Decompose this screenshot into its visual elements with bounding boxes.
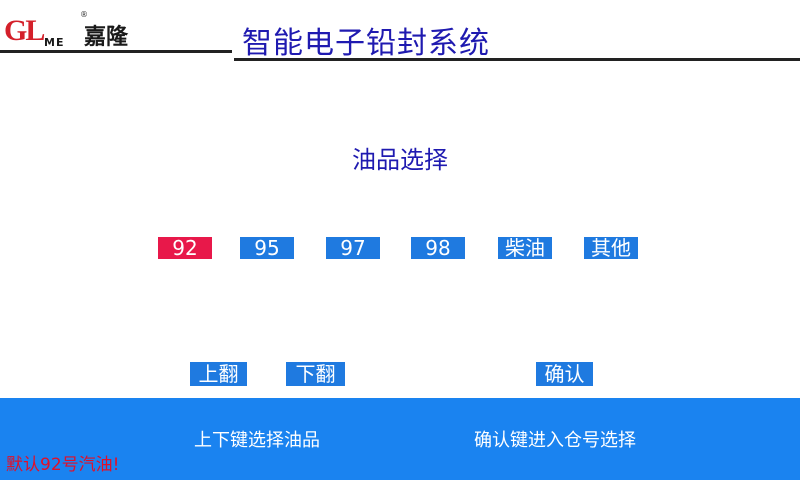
- section-title: 油品选择: [352, 146, 448, 174]
- fuel-option-diesel[interactable]: 柴油: [498, 237, 552, 259]
- hint-confirm-next: 确认键进入仓号选择: [474, 430, 636, 451]
- logo-me: ME: [44, 36, 65, 49]
- fuel-option-95[interactable]: 95: [240, 237, 294, 259]
- fuel-option-92[interactable]: 92: [158, 237, 212, 259]
- footer-bar: [0, 398, 800, 480]
- fuel-option-98[interactable]: 98: [411, 237, 465, 259]
- logo-underline: [0, 50, 232, 53]
- brand-logo: GL ME ® 嘉隆: [4, 6, 144, 54]
- logo-chinese-name: 嘉隆: [84, 25, 129, 50]
- header: GL ME ® 嘉隆 智能电子铅封系统: [0, 0, 800, 62]
- page-up-button[interactable]: 上翻: [190, 362, 247, 386]
- title-underline: [234, 58, 800, 61]
- confirm-button[interactable]: 确认: [536, 362, 593, 386]
- default-fuel-note: 默认92号汽油!: [6, 455, 120, 475]
- fuel-option-97[interactable]: 97: [326, 237, 380, 259]
- fuel-option-other[interactable]: 其他: [584, 237, 638, 259]
- app-title: 智能电子铅封系统: [242, 26, 490, 61]
- logo-registered-mark: ®: [80, 10, 88, 19]
- hint-select-fuel: 上下键选择油品: [194, 430, 320, 451]
- page-down-button[interactable]: 下翻: [286, 362, 345, 386]
- logo-letters: GL: [4, 14, 45, 47]
